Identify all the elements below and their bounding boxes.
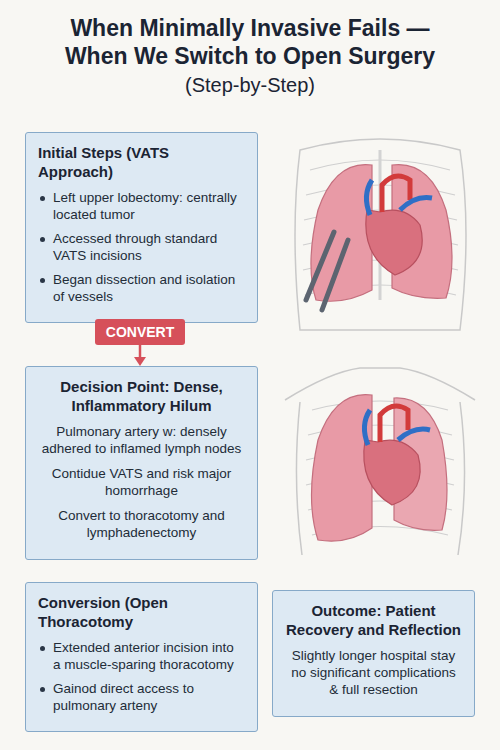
box-heading: Initial Steps (VATS Approach) [38,143,245,181]
body-text: Slightly longer hospital stay no signifi… [285,647,462,698]
body-text: Pulmonary artery w: densely adhered to i… [38,423,245,457]
step-box: Conversion (Open ThoracotomyExtended ant… [25,582,258,732]
bullet-text: Left upper lobectomy: centrally located … [53,189,245,223]
bullet-row: Began dissection and isolation of vessel… [38,271,245,305]
box-heading: Decision Point: Dense, Inflammatory Hilu… [38,377,245,415]
convert-tag: CONVERT [95,319,185,345]
bullet-text: Extended anterior incision into a muscle… [53,639,245,673]
box-heading: Outcome: Patient Recovery and Reflection [285,601,462,639]
subtitle: (Step-by-Step) [0,74,500,97]
chest-illustration-bottom [285,368,475,555]
bullet-dot [40,687,45,692]
convert-label: CONVERT [106,324,174,340]
body-text: Contidue VATS and risk major homorrhage [38,465,245,499]
diagram-title: When Minimally Invasive Fails — When We … [40,14,460,70]
bullet-dot [40,278,45,283]
bullet-dot [40,237,45,242]
bullet-text: Accessed through standard VATS incisions [53,230,245,264]
bullet-row: Left upper lobectomy: centrally located … [38,189,245,223]
bullet-dot [40,646,45,651]
flow-arrow [134,345,146,366]
bullet-row: Gainod direct access to pulmonary arteny [38,680,245,714]
step-box: Decision Point: Dense, Inflammatory Hilu… [25,366,258,560]
box-heading: Conversion (Open Thoracotomy [38,593,245,631]
bullet-text: Gainod direct access to pulmonary arteny [53,680,245,714]
bullet-dot [40,196,45,201]
bullet-row: Accessed through standard VATS incisions [38,230,245,264]
bullet-row: Extended anterior incision into a muscle… [38,639,245,673]
step-box: Initial Steps (VATS Approach) Left upper … [25,132,258,323]
chest-illustration-top [295,139,466,330]
bullet-text: Began dissection and isolation of vessel… [53,271,245,305]
step-box: Outcome: Patient Recovery and Reflection… [272,590,475,717]
body-text: Convert to thoracotomy and lymphadenecto… [38,507,245,541]
